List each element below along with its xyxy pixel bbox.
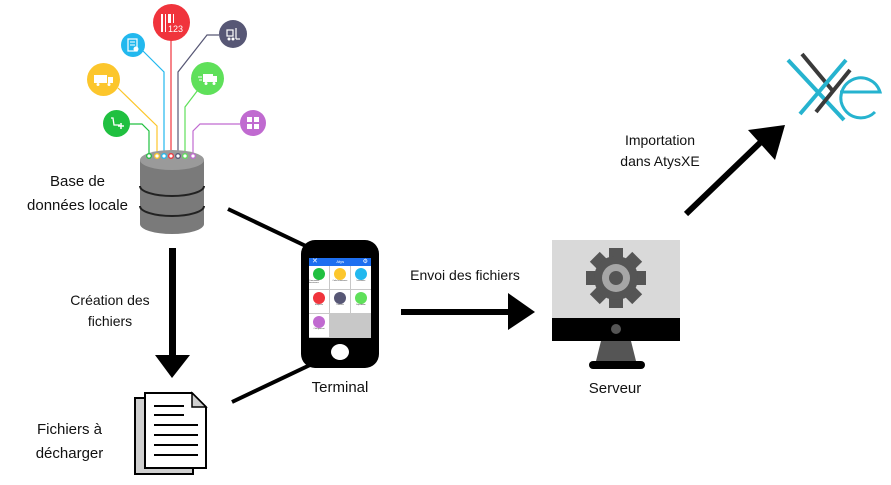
terminal-tile[interactable]: Transfert bbox=[330, 290, 350, 313]
home-button bbox=[331, 344, 349, 360]
checklist-icon bbox=[121, 33, 145, 57]
barcode-icon: 123 bbox=[153, 4, 190, 41]
create-files-label: Création des fichiers bbox=[55, 290, 165, 332]
boxes-icon bbox=[240, 110, 266, 136]
truck-icon bbox=[87, 63, 120, 96]
db-terminal-line bbox=[227, 207, 311, 250]
files-label: Fichiers à décharger bbox=[12, 418, 127, 466]
server-label: Serveur bbox=[588, 380, 642, 397]
import-label-line1: Importation bbox=[624, 132, 696, 148]
database-label-line2: données locale bbox=[27, 197, 128, 214]
forklift-icon bbox=[219, 20, 247, 48]
tile-label: Commande fournisseur bbox=[309, 280, 320, 284]
database-label: Base de données locale bbox=[20, 170, 135, 218]
tile-label: Colis fournisseur bbox=[332, 280, 348, 282]
terminal-tile[interactable]: Colis fournisseur bbox=[330, 266, 350, 289]
terminal-tile[interactable]: Inventaire bbox=[351, 266, 371, 289]
tile-label: Expédition bbox=[356, 304, 366, 306]
database-icon bbox=[139, 150, 205, 234]
terminal-label: Terminal bbox=[311, 379, 369, 396]
tile-label: Chargement bbox=[313, 328, 325, 330]
create-files-label-line1: Création des bbox=[70, 292, 150, 308]
delivery-van-icon bbox=[191, 62, 224, 95]
create-files-arrow bbox=[155, 248, 190, 378]
terminal-tile[interactable]: Chargement bbox=[309, 314, 329, 337]
send-files-label: Envoi des fichiers bbox=[410, 267, 520, 283]
terminal-tile-grid: Commande fournisseur Colis fournisseur I… bbox=[309, 266, 371, 337]
import-label: Importation dans AtysXE bbox=[600, 130, 720, 172]
tile-label: Transfert bbox=[336, 304, 344, 306]
terminal-screen: ✕ Atys ⚙ Commande fournisseur Colis four… bbox=[309, 258, 371, 338]
import-arrow bbox=[683, 125, 785, 217]
atysxe-logo bbox=[786, 52, 883, 122]
tile-label: Etiquette bbox=[315, 304, 323, 306]
database-label-line1: Base de bbox=[49, 173, 106, 190]
create-files-label-line2: fichiers bbox=[87, 313, 133, 329]
settings-icon: ⚙ bbox=[362, 259, 368, 265]
files-label-line2: décharger bbox=[35, 445, 104, 462]
import-label-line2: dans AtysXE bbox=[620, 153, 700, 169]
send-files-arrow bbox=[401, 293, 535, 330]
terminal-tile[interactable]: Commande fournisseur bbox=[309, 266, 329, 289]
terminal-app-title: Atys bbox=[336, 259, 345, 264]
cart-add-icon bbox=[103, 110, 130, 137]
terminal-tile[interactable]: Etiquette bbox=[309, 290, 329, 313]
server-monitor-icon bbox=[552, 240, 680, 369]
terminal-app-header: ✕ Atys ⚙ bbox=[309, 258, 371, 266]
tile-label: Inventaire bbox=[356, 280, 366, 282]
files-label-line1: Fichiers à bbox=[36, 421, 103, 438]
files-icon bbox=[134, 391, 208, 475]
close-icon: ✕ bbox=[312, 258, 318, 265]
files-terminal-line bbox=[231, 363, 311, 404]
terminal-device: ✕ Atys ⚙ Commande fournisseur Colis four… bbox=[301, 240, 379, 368]
svg-text:123: 123 bbox=[168, 24, 183, 34]
gear-icon bbox=[586, 248, 646, 308]
terminal-tile[interactable]: Expédition bbox=[351, 290, 371, 313]
